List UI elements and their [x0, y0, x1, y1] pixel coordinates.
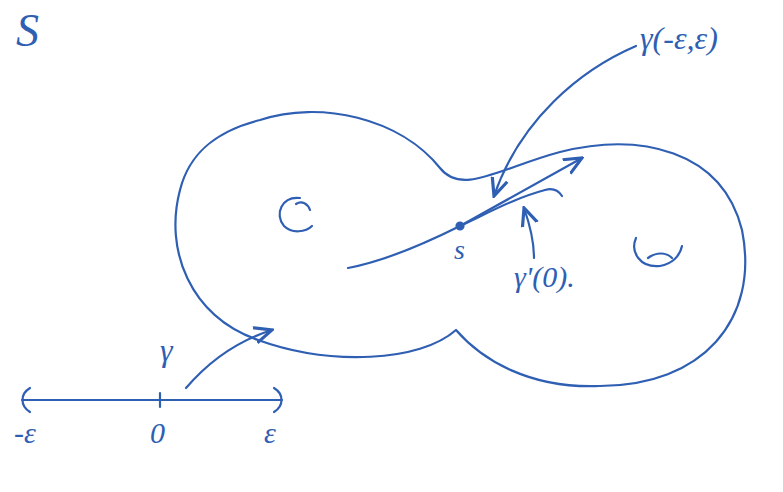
leader-line — [494, 46, 636, 196]
surface-outline — [175, 112, 745, 386]
tangent-vector — [460, 158, 582, 226]
map-arrow — [186, 330, 272, 388]
interval-end — [274, 388, 282, 412]
leader-line — [524, 208, 534, 258]
interval-end — [23, 388, 31, 412]
hole — [634, 238, 682, 266]
point-label: s — [454, 236, 465, 264]
interval-end-label: ε — [264, 418, 276, 448]
curve — [348, 190, 545, 268]
hole — [280, 198, 312, 231]
hole — [296, 202, 310, 210]
tangent-label: γ'(0). — [514, 262, 575, 292]
interval — [22, 399, 282, 401]
map-label: γ — [160, 334, 173, 366]
tick — [159, 393, 161, 407]
curve-label: γ(-ε,ε) — [640, 22, 718, 54]
hole — [648, 254, 672, 259]
interval-end-label: -ε — [14, 418, 36, 448]
surface-name: S — [16, 8, 39, 54]
curve — [545, 189, 562, 196]
interval-mid-label: 0 — [150, 418, 165, 448]
